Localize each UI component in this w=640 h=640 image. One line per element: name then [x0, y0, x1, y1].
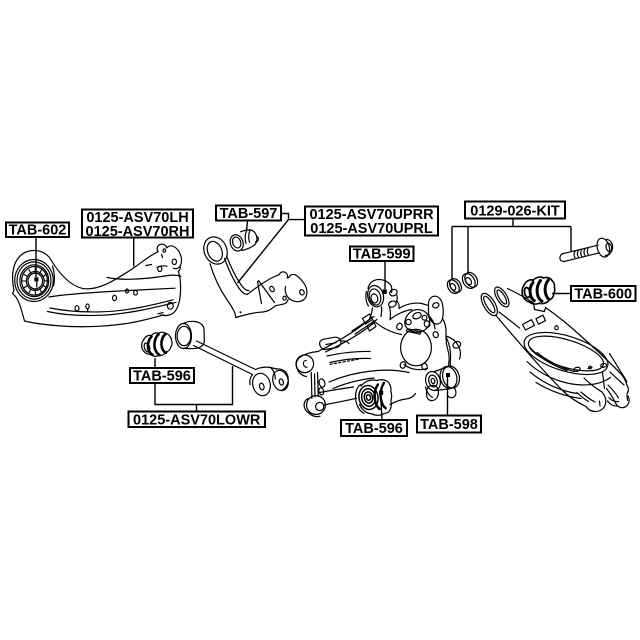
svg-text:TAB-599: TAB-599 — [353, 247, 411, 263]
svg-text:TAB-597: TAB-597 — [220, 206, 278, 222]
svg-text:0125-ASV70LH: 0125-ASV70LH — [86, 210, 188, 226]
svg-text:0125-ASV70LOWR: 0125-ASV70LOWR — [133, 413, 261, 429]
svg-text:TAB-596: TAB-596 — [345, 421, 403, 437]
svg-text:TAB-596: TAB-596 — [133, 369, 191, 385]
svg-text:TAB-598: TAB-598 — [420, 417, 478, 433]
svg-text:0125-ASV70RH: 0125-ASV70RH — [86, 224, 190, 240]
svg-text:0125-ASV70UPRL: 0125-ASV70UPRL — [310, 221, 433, 237]
svg-text:TAB-600: TAB-600 — [574, 287, 632, 303]
svg-text:0125-ASV70UPRR: 0125-ASV70UPRR — [309, 207, 434, 223]
svg-text:0129-026-KIT: 0129-026-KIT — [470, 204, 560, 220]
svg-text:TAB-602: TAB-602 — [9, 223, 67, 239]
